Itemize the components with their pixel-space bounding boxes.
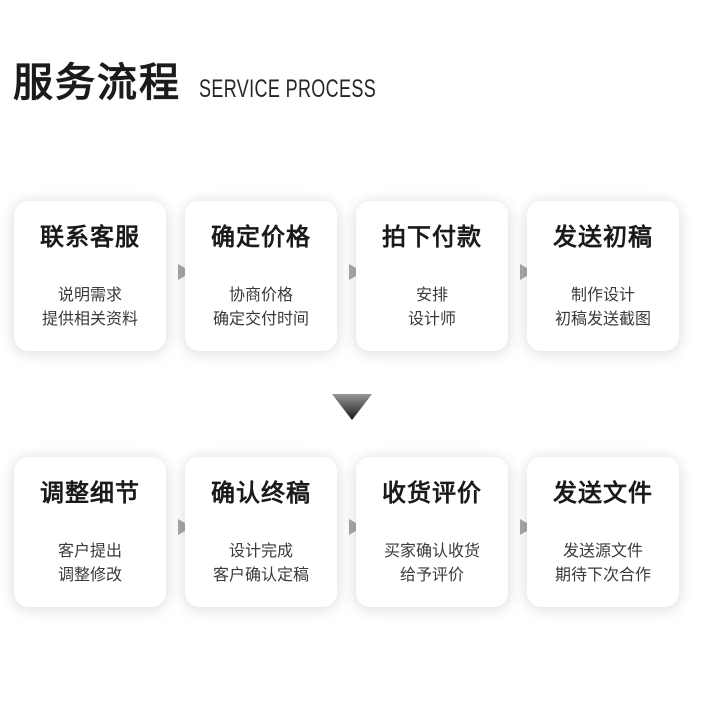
step-title: 拍下付款: [382, 223, 482, 251]
step-card-confirm-final: 确认终稿 设计完成 客户确认定稿: [185, 457, 337, 607]
step-desc-line2: 调整修改: [57, 565, 122, 584]
step-desc-line2: 客户确认定稿: [212, 565, 309, 584]
step-title: 发送文件: [553, 479, 653, 507]
step-desc-line1: 制作设计: [570, 285, 635, 304]
step-card-receive-review: 收货评价 买家确认收货 给予评价: [356, 457, 508, 607]
step-desc-line2: 确定交付时间: [212, 309, 309, 328]
header: 服务流程 SERVICE PROCESS: [13, 58, 445, 108]
step-card-send-files: 发送文件 发送源文件 期待下次合作: [527, 457, 679, 607]
page-title: 服务流程: [13, 60, 181, 106]
step-desc-line1: 安排: [415, 285, 448, 304]
triangle-down-icon: [332, 394, 372, 420]
step-card-contact-service: 联系客服 说明需求 提供相关资料: [14, 201, 166, 351]
step-desc-line2: 提供相关资料: [41, 309, 138, 328]
step-desc-line1: 协商价格: [228, 285, 293, 304]
page-subtitle: SERVICE PROCESS: [199, 75, 377, 103]
step-desc-line1: 买家确认收货: [383, 541, 480, 560]
step-desc-line2: 初稿发送截图: [554, 309, 651, 328]
step-desc-line1: 发送源文件: [562, 541, 643, 560]
step-title: 收货评价: [382, 479, 482, 507]
step-card-adjust-details: 调整细节 客户提出 调整修改: [14, 457, 166, 607]
step-desc-line2: 期待下次合作: [554, 565, 651, 584]
step-title: 确认终稿: [211, 479, 311, 507]
step-title: 确定价格: [211, 223, 311, 251]
step-desc-line1: 说明需求: [57, 285, 122, 304]
step-desc-line2: 给予评价: [399, 565, 464, 584]
step-title: 发送初稿: [553, 223, 653, 251]
step-desc-line1: 设计完成: [228, 541, 293, 560]
step-title: 调整细节: [40, 479, 140, 507]
step-card-send-draft: 发送初稿 制作设计 初稿发送截图: [527, 201, 679, 351]
step-title: 联系客服: [40, 223, 140, 251]
step-desc-line2: 设计师: [407, 309, 456, 328]
step-card-place-order: 拍下付款 安排 设计师: [356, 201, 508, 351]
step-card-confirm-price: 确定价格 协商价格 确定交付时间: [185, 201, 337, 351]
step-desc-line1: 客户提出: [57, 541, 122, 560]
